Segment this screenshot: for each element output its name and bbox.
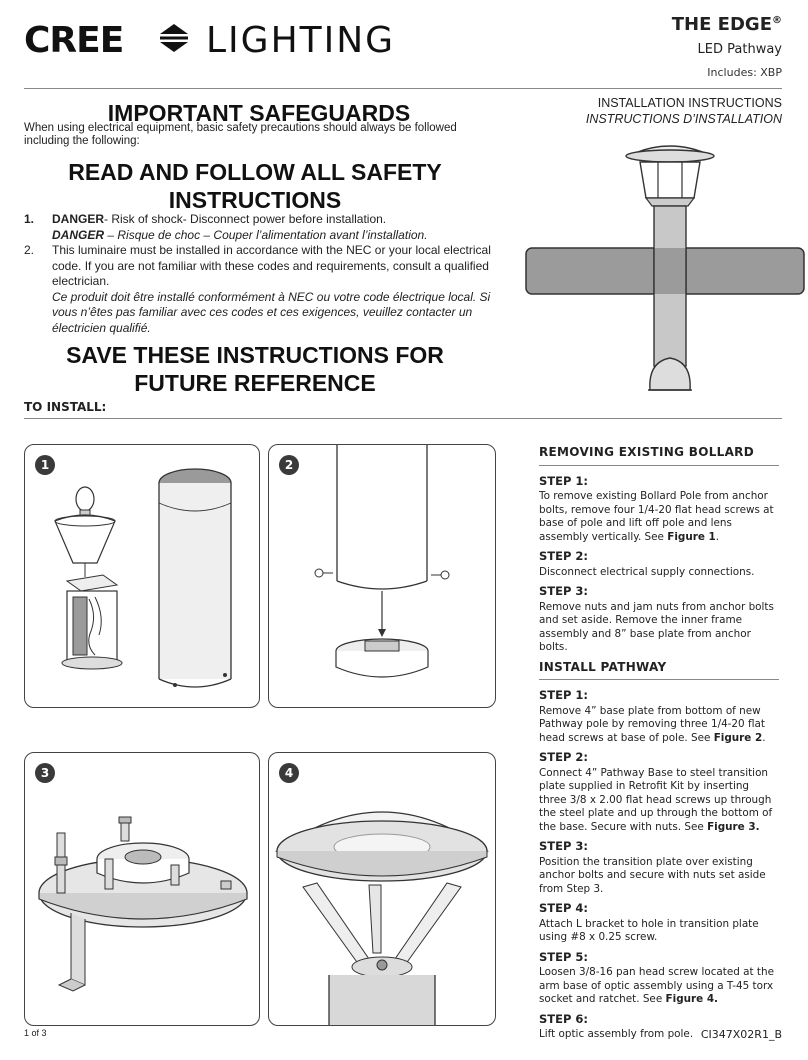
safety-item: 1. DANGER- Risk of shock- Disconnect pow… <box>24 212 428 242</box>
page-number: 1 of 3 <box>24 1028 47 1038</box>
install-divider <box>24 418 782 419</box>
safety-item: 2. This luminaire must be installed in a… <box>24 243 491 335</box>
figure-3-panel: 3 <box>24 752 260 1026</box>
removing-step: STEP 3: Remove nuts and jam nuts from an… <box>539 584 774 653</box>
safety-list: 1. DANGER- Risk of shock- Disconnect pow… <box>24 212 494 336</box>
cree-logo-icon <box>160 24 188 52</box>
save-instructions-title: SAVE THESE INSTRUCTIONS FOR FUTURE REFER… <box>66 342 444 396</box>
figure-number-badge: 3 <box>35 763 55 783</box>
product-name: THE EDGE® <box>671 14 782 35</box>
removing-heading: REMOVING EXISTING BOLLARD <box>539 445 779 466</box>
install-instructions-en: INSTALLATION INSTRUCTIONS <box>597 96 782 110</box>
figure-number-badge: 1 <box>35 455 55 475</box>
read-follow-title: READ AND FOLLOW ALL SAFETY INSTRUCTIONS <box>68 159 442 213</box>
figure-2-diagram <box>314 445 450 678</box>
pathway-luminaire-illustration <box>525 145 805 391</box>
figure-4-diagram <box>275 811 489 1025</box>
safeguards-title: IMPORTANT SAFEGUARDS <box>107 100 411 126</box>
document-code: CI347X02R1_B <box>700 1028 782 1041</box>
figure-number-badge: 4 <box>279 763 299 783</box>
brand-lighting: LIGHTING <box>206 20 396 61</box>
figure-3-diagram <box>38 816 248 992</box>
product-includes: Includes: XBP <box>707 66 782 79</box>
install-heading: INSTALL PATHWAY <box>539 660 779 680</box>
install-step: STEP 3: Position the transition plate ov… <box>539 839 766 895</box>
brand-cree: CREE <box>24 20 124 61</box>
install-instructions-fr: INSTRUCTIONS D’INSTALLATION <box>585 112 782 126</box>
removing-section: REMOVING EXISTING BOLLARD STEP 1: To rem… <box>539 445 779 1048</box>
product-line: LED Pathway <box>697 42 782 57</box>
removing-step: STEP 2: Disconnect electrical supply con… <box>539 549 755 578</box>
figure-1-panel: 1 <box>24 444 260 708</box>
figure-4-panel: 4 <box>268 752 496 1026</box>
install-step: STEP 2: Connect 4” Pathway Base to steel… <box>539 750 773 833</box>
header-divider <box>24 88 782 89</box>
safeguards-intro: When using electrical equipment, basic s… <box>24 122 457 147</box>
install-step: STEP 5: Loosen 3/8-16 pan head screw loc… <box>539 949 774 1005</box>
install-step: STEP 4: Attach L bracket to hole in tran… <box>539 901 759 943</box>
figure-number-badge: 2 <box>279 455 299 475</box>
install-step: STEP 1: Remove 4” base plate from bottom… <box>539 688 766 744</box>
install-step: STEP 6: Lift optic assembly from pole. <box>539 1011 694 1040</box>
figure-1-diagram <box>54 468 232 688</box>
figure-2-panel: 2 <box>268 444 496 708</box>
removing-step: STEP 1: To remove existing Bollard Pole … <box>539 473 774 543</box>
to-install-label: TO INSTALL: <box>24 400 107 414</box>
